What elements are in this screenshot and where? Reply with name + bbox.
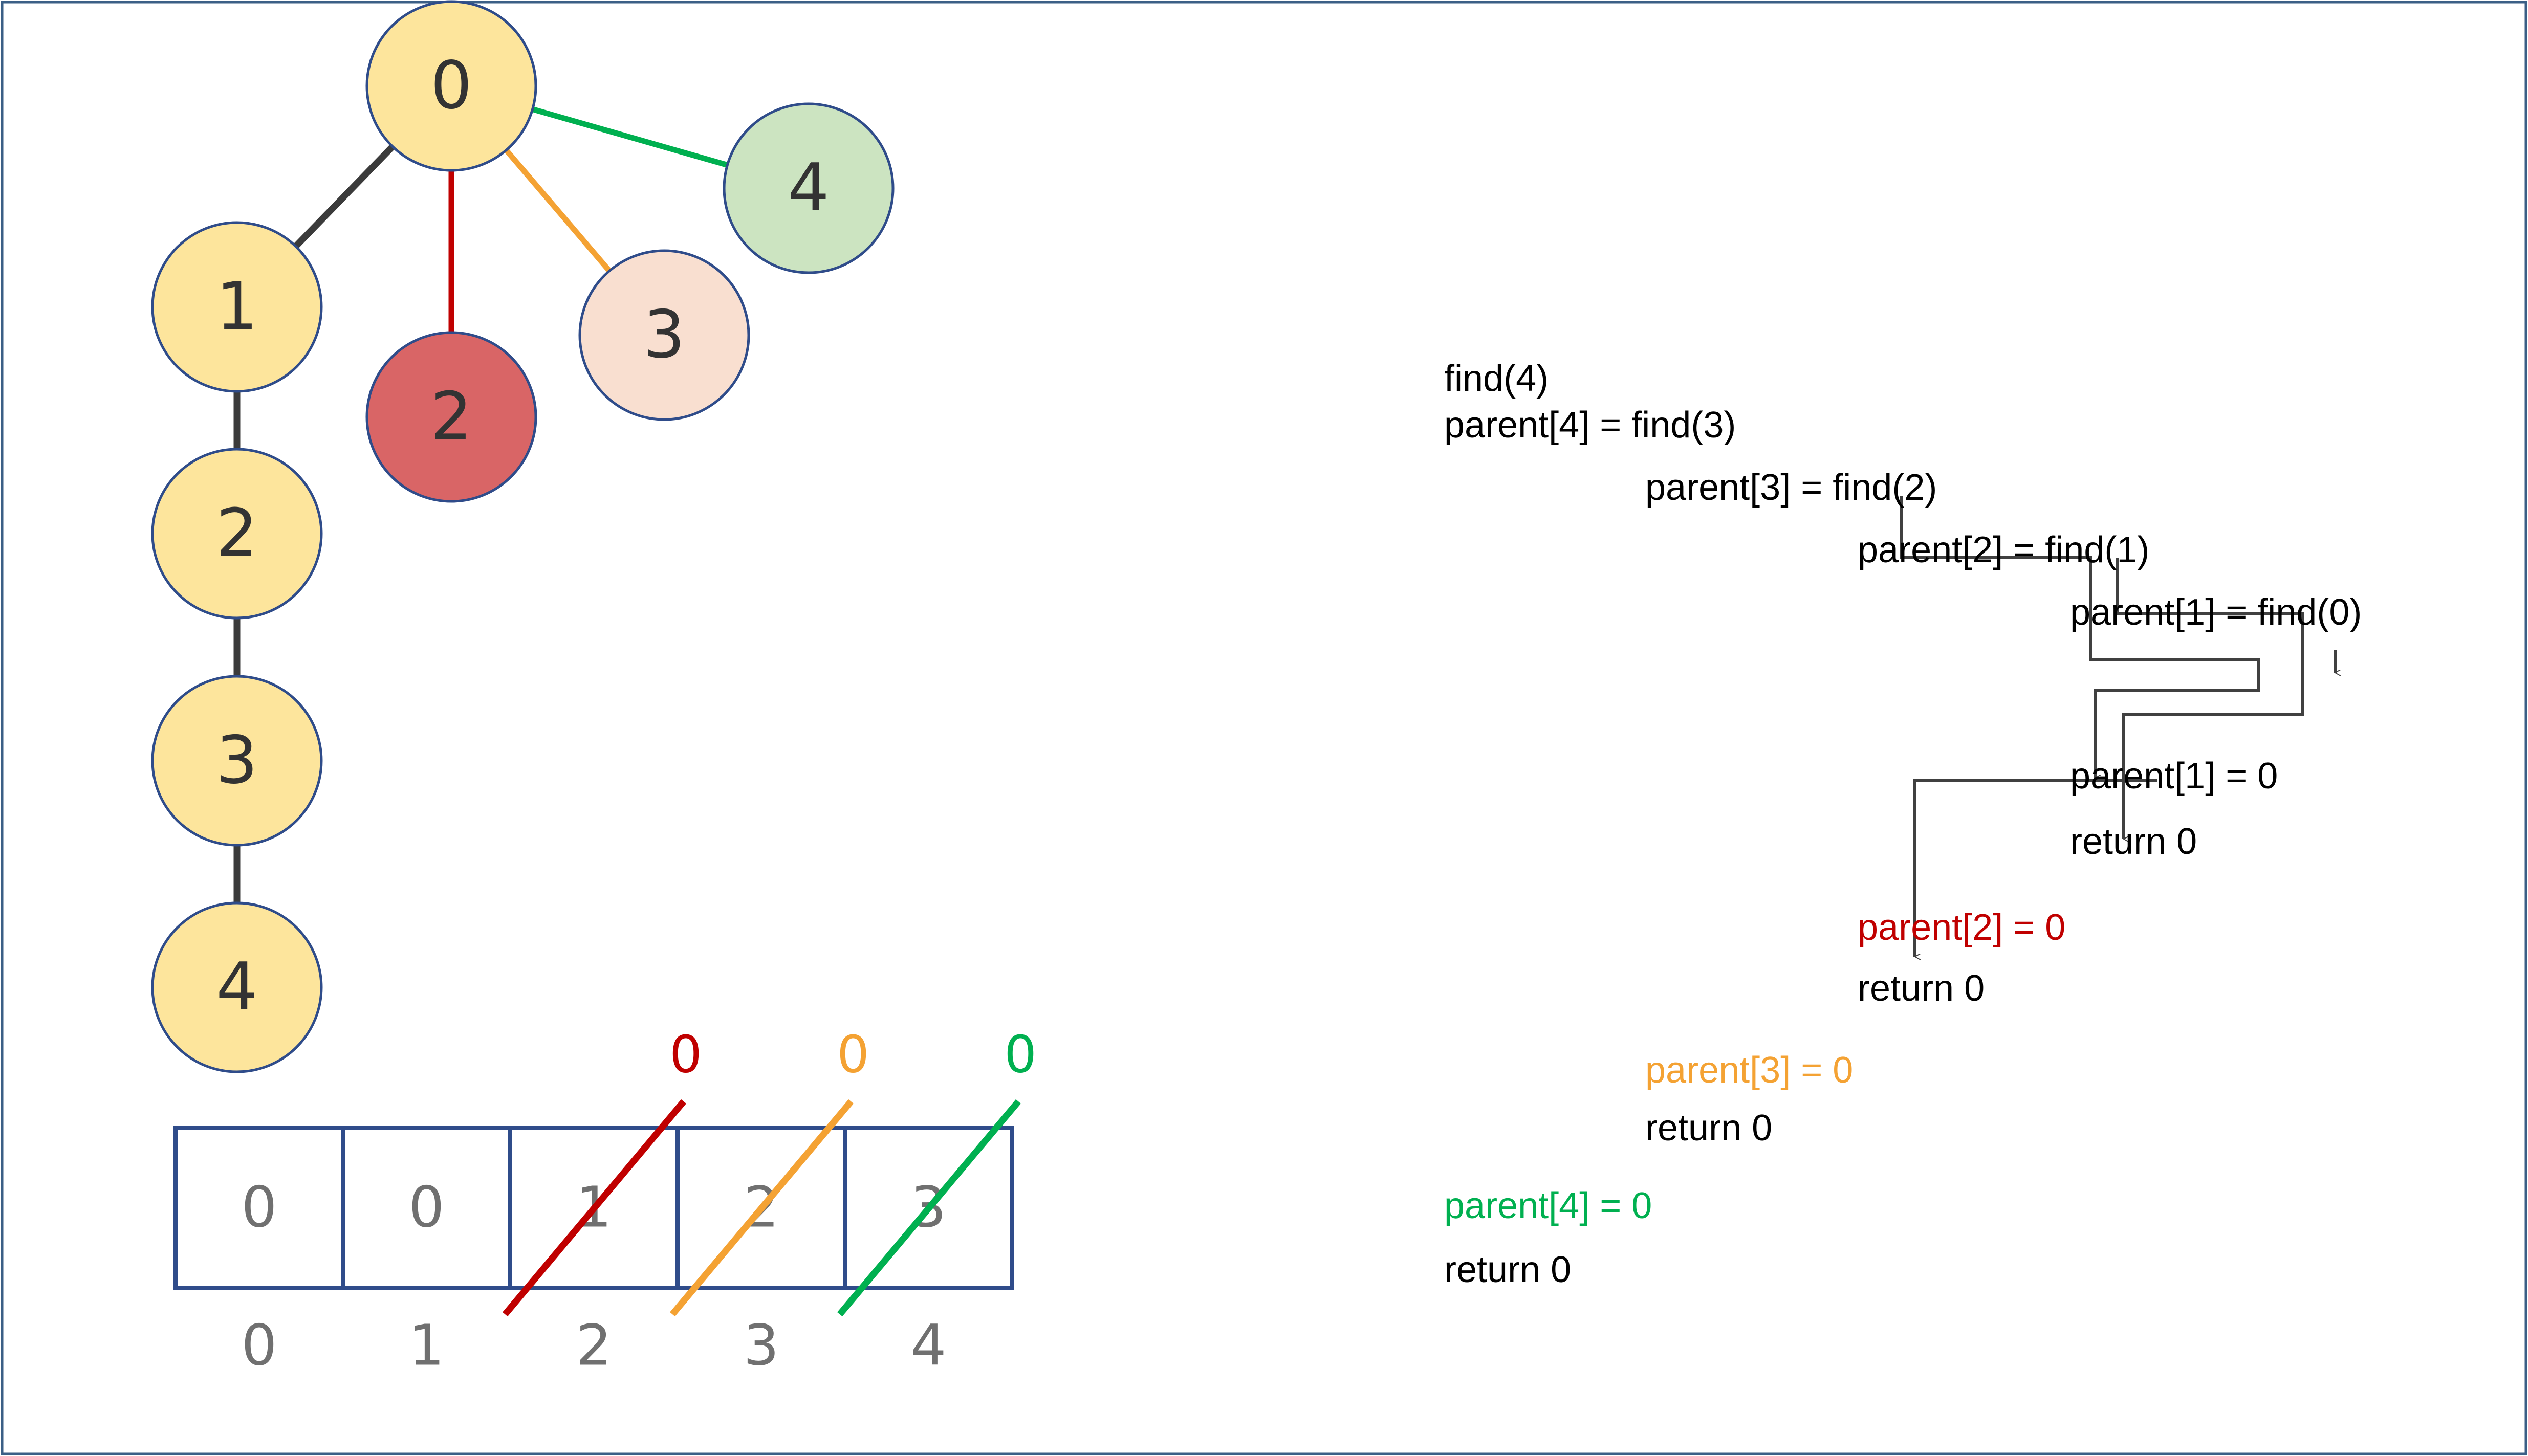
tree-node-b0: 0 — [365, 0, 537, 172]
node-label: 0 — [430, 48, 472, 124]
new-parent-value: 0 — [669, 1024, 702, 1084]
recursion-arrow-1 — [1900, 496, 2260, 778]
recursion-arrows — [1900, 496, 2335, 957]
array-cell-1: 01 — [341, 1126, 512, 1378]
cell-value: 0 — [409, 1174, 445, 1240]
trace-line: parent[2] = 0 — [1858, 907, 2065, 948]
tree-node-a2: 2 — [365, 331, 537, 503]
node-label: 3 — [643, 297, 685, 373]
node-circle — [365, 0, 537, 172]
tree-node-a3: 3 — [578, 249, 750, 421]
trace-line: parent[1] = find(0) — [2070, 592, 2362, 633]
node-label: 4 — [788, 150, 829, 226]
strike-line — [837, 1099, 1021, 1317]
node-label: 3 — [216, 722, 257, 799]
array-cell-3: 230 — [670, 1024, 869, 1378]
trace-line: parent[4] = find(3) — [1444, 405, 1736, 446]
cell-index: 4 — [911, 1312, 947, 1378]
recursion-arrow-3 — [1913, 779, 2157, 957]
cell-index: 3 — [744, 1312, 779, 1378]
trace-line: parent[3] = 0 — [1645, 1050, 1853, 1091]
tree-node-a4: 4 — [723, 102, 895, 274]
cell-value: 0 — [242, 1174, 277, 1240]
node-label: 2 — [430, 379, 472, 455]
node-label: 4 — [216, 949, 257, 1025]
cell-index: 2 — [576, 1312, 612, 1378]
cell-index: 1 — [409, 1312, 445, 1378]
node-circle — [151, 901, 323, 1073]
trace-line: parent[3] = find(2) — [1645, 467, 1937, 508]
find-trace: find(4) parent[4] = find(3) parent[3] = fi… — [1444, 358, 2362, 1290]
node-circle — [578, 249, 750, 421]
node-circle — [151, 221, 323, 393]
trace-line: return 0 — [1645, 1108, 1772, 1149]
compressed-edge-b0-a4 — [532, 106, 728, 168]
trace-line: find(4) — [1444, 358, 1549, 399]
compressed-edge-b0-a3 — [504, 148, 612, 273]
trace-line: return 0 — [1444, 1249, 1571, 1290]
tree-node-b3: 3 — [151, 675, 323, 847]
trace-line: return 0 — [2070, 821, 2197, 862]
node-circle — [151, 448, 323, 620]
new-parent-value: 0 — [837, 1024, 869, 1084]
cell-box — [173, 1126, 345, 1290]
trace-line: parent[1] = 0 — [2070, 756, 2278, 797]
cell-box — [341, 1126, 512, 1290]
tree-node-b1: 1 — [151, 221, 323, 393]
trace-line: parent[2] = find(1) — [1858, 530, 2149, 570]
node-label: 1 — [216, 269, 257, 345]
array-cell-0: 00 — [173, 1126, 345, 1378]
parent-array: 0001120230340 — [173, 1024, 1037, 1378]
cell-index: 0 — [242, 1312, 277, 1378]
tree-node-b4: 4 — [151, 901, 323, 1073]
new-parent-value: 0 — [1004, 1024, 1037, 1084]
trace-line: parent[4] = 0 — [1444, 1185, 1652, 1226]
strike-line — [503, 1099, 686, 1317]
node-circle — [365, 331, 537, 503]
node-label: 2 — [216, 495, 257, 571]
node-circle — [723, 102, 895, 274]
strike-line — [670, 1099, 854, 1317]
array-cell-4: 340 — [837, 1024, 1037, 1378]
trace-line: return 0 — [1858, 968, 1985, 1009]
tree-nodes: 0 1 2 3 4 2 3 4 — [151, 0, 895, 1073]
node-circle — [151, 675, 323, 847]
tree-node-b2: 2 — [151, 448, 323, 620]
recursion-arrow-2 — [2116, 558, 2304, 839]
tree-edges — [233, 106, 728, 903]
tree-edge-b0-b1 — [293, 144, 395, 249]
